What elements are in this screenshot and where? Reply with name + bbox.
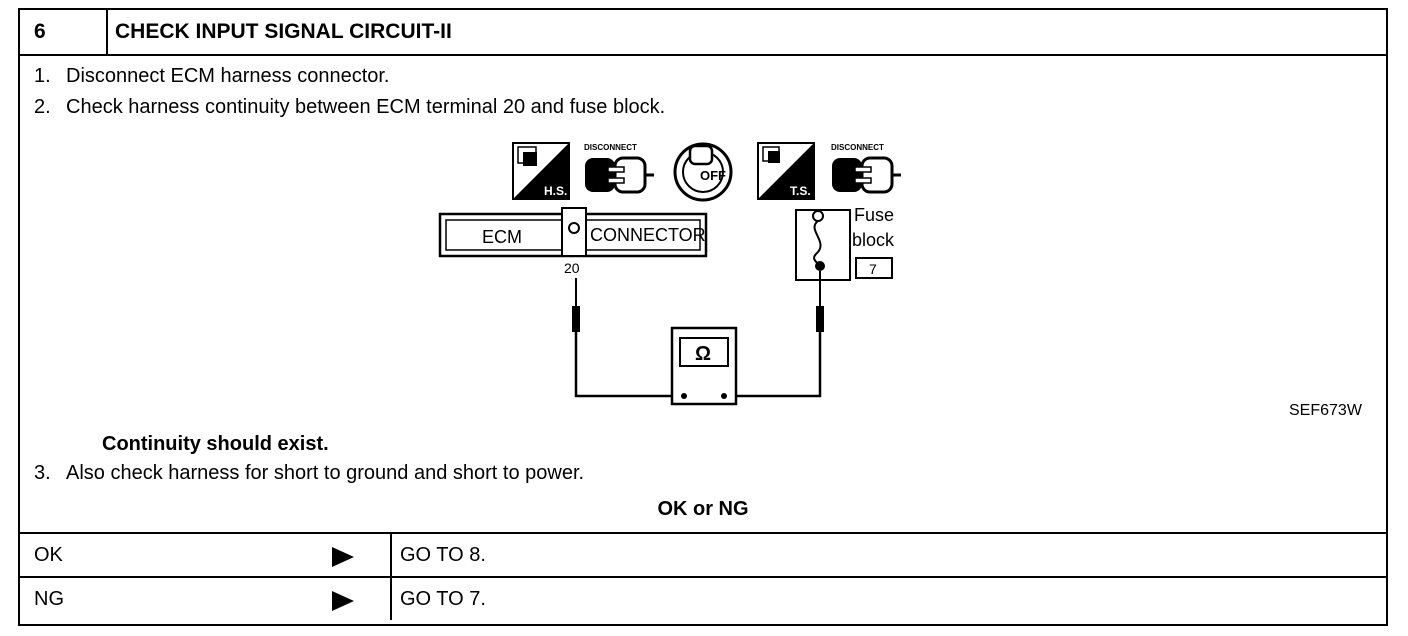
result-action-ok: GO TO 8.	[400, 544, 486, 566]
fuse-label-2: block	[852, 230, 895, 250]
row-divider	[390, 578, 392, 620]
instruction-3: 3. Also check harness for short to ground…	[34, 462, 584, 485]
result-status-ok: OK	[34, 544, 63, 566]
instruction-3-number: 3.	[34, 462, 51, 484]
ignition-key-off-icon: OFF	[673, 142, 733, 202]
figure-reference-code: SEF673W	[1289, 402, 1362, 419]
ecm-connector: ECM CONNECTOR 20	[438, 207, 708, 276]
ts-label: T.S.	[790, 184, 811, 198]
step-number: 6	[34, 20, 46, 43]
ohmmeter: Ω	[670, 326, 738, 406]
hs-label: H.S.	[544, 184, 567, 198]
diagnostic-step-table: 6 CHECK INPUT SIGNAL CIRCUIT-II 1. Discon…	[18, 8, 1388, 626]
step-title: CHECK INPUT SIGNAL CIRCUIT-II	[115, 20, 452, 43]
instruction-1: 1. Disconnect ECM harness connector.	[34, 65, 390, 88]
expected-result: Continuity should exist.	[102, 433, 329, 455]
disconnect-label-2: DISCONNECT	[831, 143, 884, 152]
result-header: OK or NG	[657, 498, 749, 520]
disconnect-label-1: DISCONNECT	[584, 143, 637, 152]
connector-label: CONNECTOR	[590, 225, 706, 245]
right-arrow-icon	[332, 547, 354, 567]
instruction-2: 2. Check harness continuity between ECM t…	[34, 96, 665, 119]
off-label: OFF	[700, 168, 726, 183]
result-action-ng: GO TO 7.	[400, 588, 486, 610]
instruction-2-text: Check harness continuity between ECM ter…	[66, 96, 666, 118]
probe-leads	[572, 271, 824, 398]
instruction-2-number: 2.	[34, 96, 51, 118]
terminal-number: 20	[564, 260, 580, 276]
right-arrow-icon	[332, 591, 354, 611]
fuse-number: 7	[869, 261, 877, 277]
instruction-3-text: Also check harness for short to ground a…	[66, 462, 585, 484]
step-header: 6 CHECK INPUT SIGNAL CIRCUIT-II	[20, 10, 1386, 56]
ecm-label: ECM	[482, 227, 522, 247]
terminal-side-icon: T.S.	[757, 142, 815, 200]
disconnect-connector-icon-2: DISCONNECT	[831, 143, 901, 194]
ohm-symbol: Ω	[695, 343, 711, 365]
result-row-ng: NG GO TO 7.	[20, 576, 1386, 620]
harness-side-icon: H.S.	[512, 142, 570, 200]
row-divider	[390, 534, 392, 576]
result-status-ng: NG	[34, 588, 64, 610]
result-row-ok: OK GO TO 8.	[20, 532, 1386, 576]
fuse-label-1: Fuse	[854, 205, 894, 225]
instruction-1-text: Disconnect ECM harness connector.	[66, 65, 390, 87]
fuse-block: Fuse block 7	[795, 205, 895, 281]
instruction-1-number: 1.	[34, 65, 51, 87]
continuity-test-diagram: H.S. DISCONNECT OFF T.S. DISCONN	[438, 142, 901, 406]
header-divider	[106, 10, 108, 54]
disconnect-connector-icon: DISCONNECT	[584, 143, 654, 194]
